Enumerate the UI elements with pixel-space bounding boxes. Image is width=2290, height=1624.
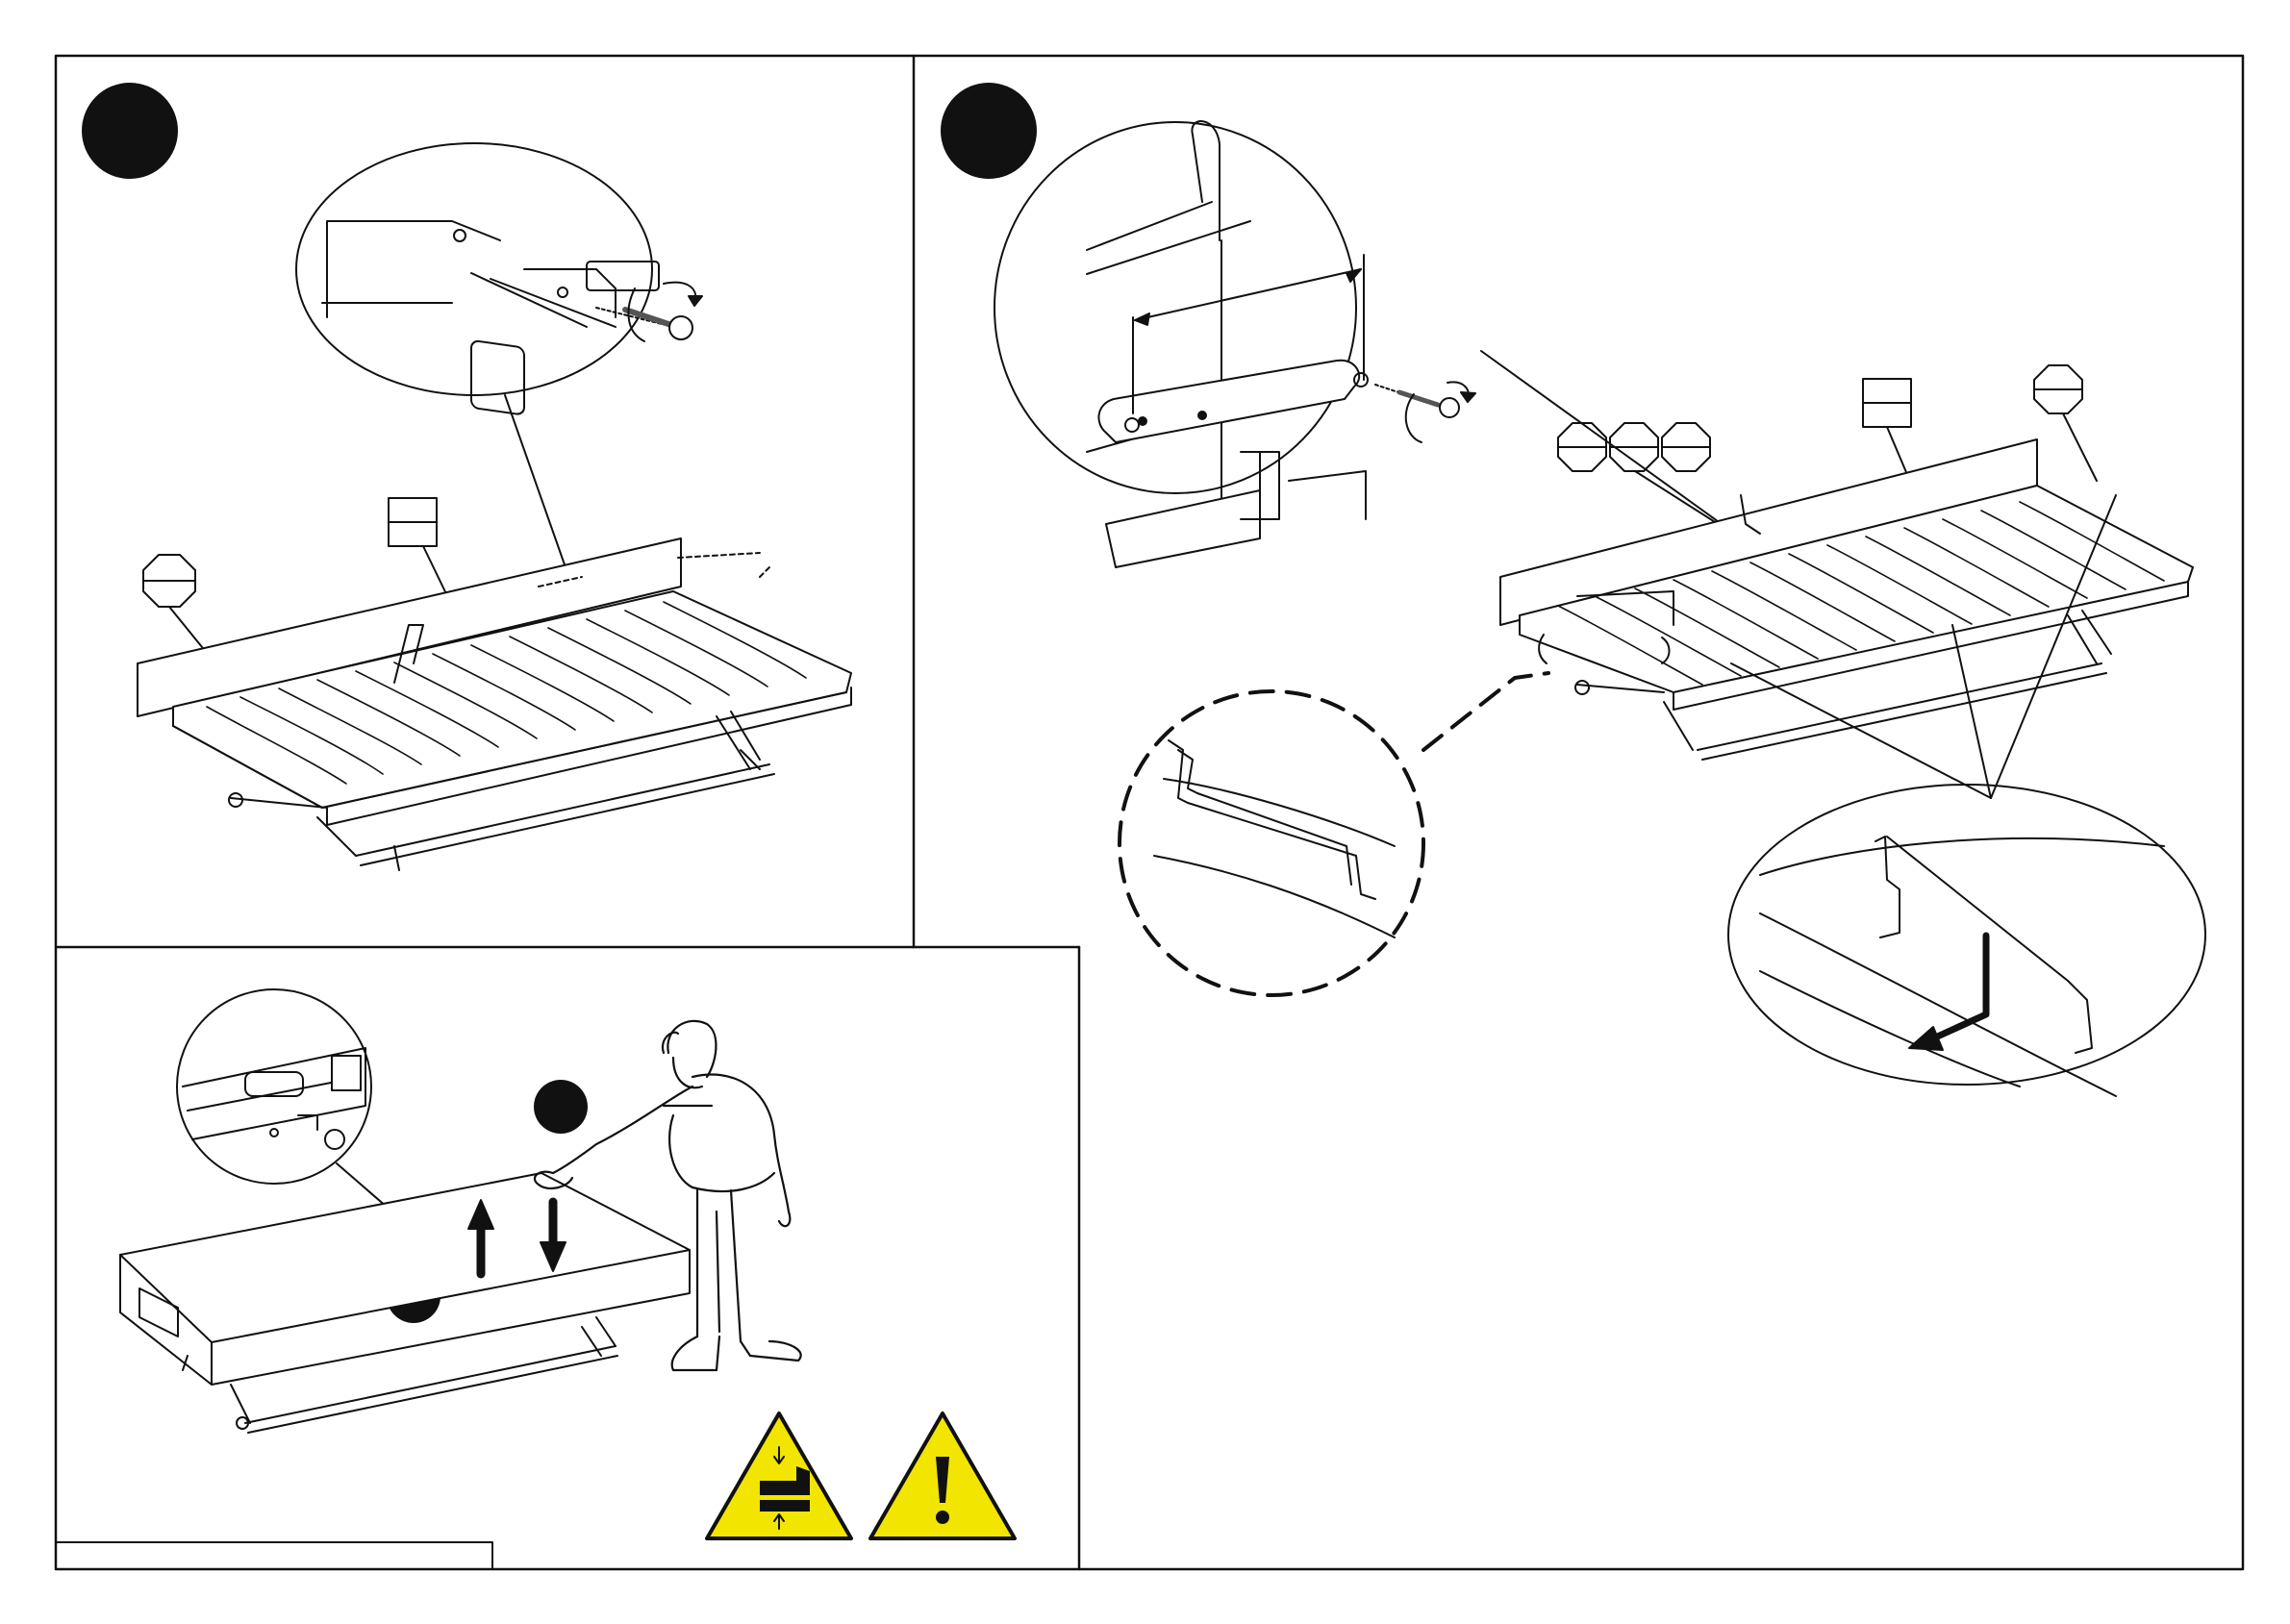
step-badge-c1	[534, 1080, 588, 1134]
warning-exclamation-icon	[870, 1413, 1015, 1538]
step-badge-a	[82, 83, 178, 179]
zoom-detail-a	[296, 143, 652, 395]
warning-crush-hand-icon	[707, 1413, 851, 1538]
panel-a-drawing	[138, 143, 851, 870]
step-badge-b	[941, 83, 1037, 179]
panel-c-drawing	[120, 989, 1015, 1538]
zoom-detail-b-dashed	[1120, 691, 1423, 995]
zoom-detail-b	[994, 122, 1356, 493]
panel-b-drawing	[994, 121, 2205, 1096]
footer-box-text	[56, 1544, 492, 1567]
